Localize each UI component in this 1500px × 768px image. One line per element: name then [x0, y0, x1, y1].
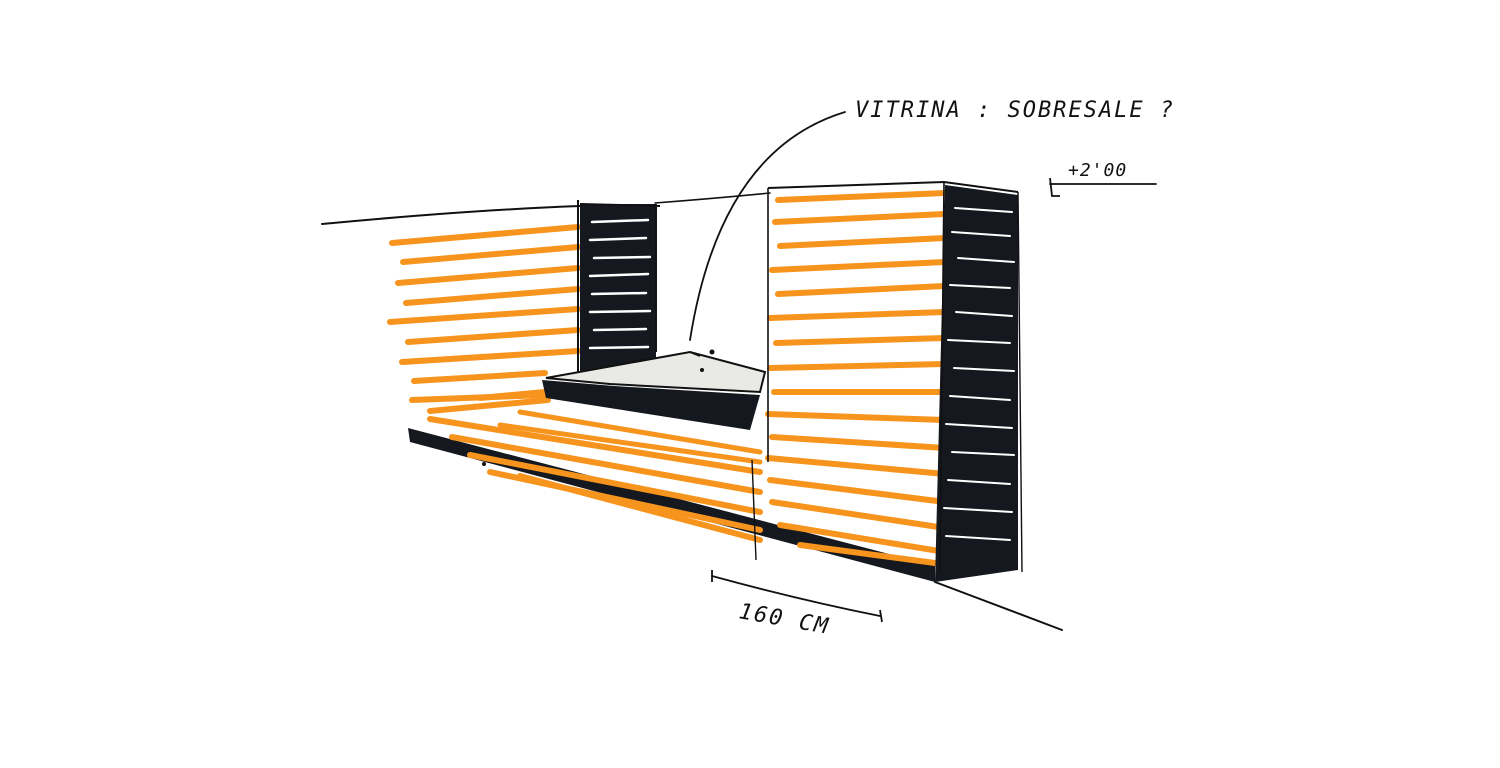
width-annotation: 160 CM: [737, 599, 831, 640]
vitrina-leader-line: [689, 111, 846, 341]
height-annotation: +2'00: [1068, 160, 1127, 181]
window-recess: [577, 200, 661, 374]
horizon-line: [321, 192, 771, 225]
vitrina-annotation: VITRINA : SOBRESALE ?: [855, 98, 1175, 123]
seat-base-hatching: [497, 409, 763, 465]
right-block-side: [767, 180, 1023, 582]
height-marker: [1049, 177, 1157, 197]
ink-dot: [482, 462, 486, 466]
width-dimension: [711, 459, 883, 623]
right-block-hatching: [765, 190, 948, 566]
left-wall-hatching: [387, 224, 763, 543]
seat-slab: [542, 349, 767, 430]
